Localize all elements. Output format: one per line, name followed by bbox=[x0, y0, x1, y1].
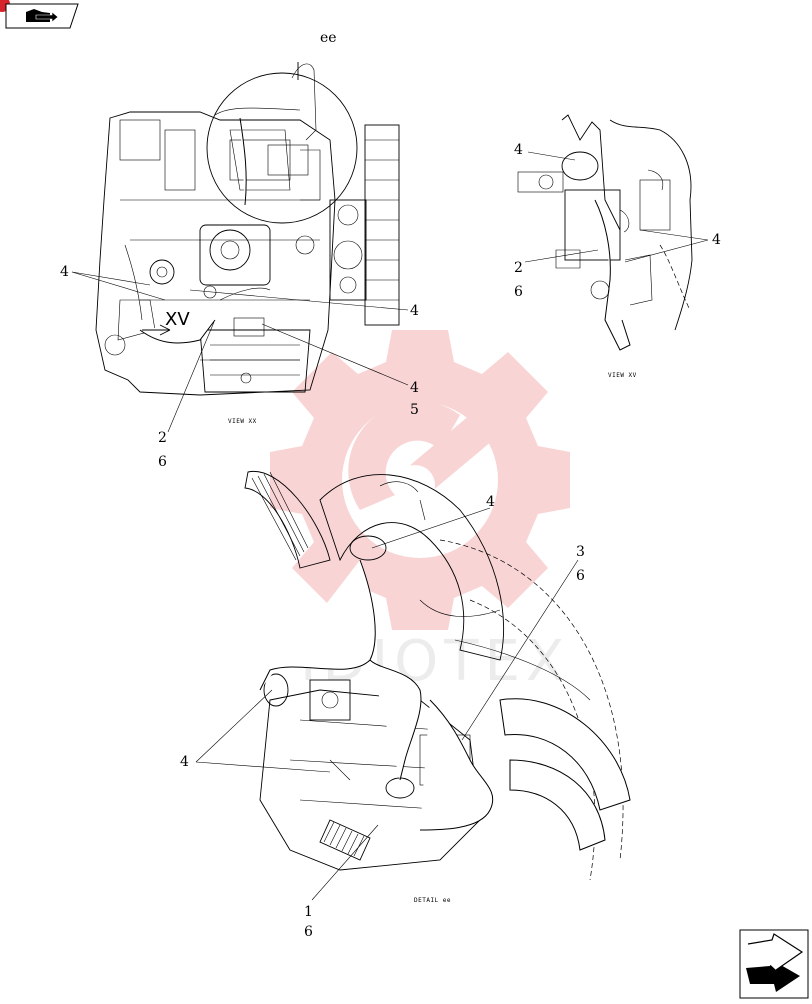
view-xv-callout-6: 6 bbox=[514, 284, 523, 300]
section-marker-label: XV bbox=[165, 309, 190, 330]
detail-clamp-top bbox=[349, 535, 387, 561]
book-arrow-icon bbox=[26, 9, 59, 23]
detail-clamp-bottom bbox=[385, 777, 415, 799]
view-caption-main: VIEW XX bbox=[228, 418, 257, 425]
callout-6-bottom: 6 bbox=[158, 454, 167, 470]
next-page-button[interactable] bbox=[739, 929, 809, 999]
view-xv: 4 2 6 4 VIEW XV bbox=[514, 114, 721, 379]
detail-callout-4-top: 4 bbox=[486, 494, 495, 510]
engine-block-outline bbox=[95, 111, 336, 396]
detail-ee: 4 3 6 4 1 6 DETAIL ee bbox=[180, 471, 631, 940]
main-engine-view: ee XV 4 4 2 6 4 5 VIEW XX bbox=[60, 30, 419, 470]
watermark-gear-icon bbox=[270, 330, 570, 630]
detail-callout-6-right: 6 bbox=[576, 568, 585, 584]
view-caption-detail: DETAIL ee bbox=[414, 897, 451, 904]
callout-4-right-upper: 4 bbox=[410, 303, 419, 319]
view-xv-callout-4-right: 4 bbox=[712, 232, 721, 248]
detail-callout-4-left: 4 bbox=[180, 754, 189, 770]
watermark-logo bbox=[270, 330, 570, 630]
detail-clamp-left bbox=[263, 673, 289, 707]
view-xv-callout-2: 2 bbox=[514, 260, 523, 276]
view-xv-clamp bbox=[561, 151, 599, 181]
view-xv-callout-4-top: 4 bbox=[514, 142, 523, 158]
fan-shroud bbox=[329, 124, 400, 326]
callout-4-right-lower: 4 bbox=[410, 380, 419, 396]
section-arrow bbox=[142, 324, 171, 336]
back-to-index-button[interactable] bbox=[0, 0, 79, 29]
detail-callout-6-bottom: 6 bbox=[304, 924, 313, 940]
detail-ee-circle bbox=[206, 72, 358, 224]
detail-marker-label: ee bbox=[320, 30, 337, 46]
next-page-arrow-icon bbox=[746, 933, 804, 992]
detail-callout-3: 3 bbox=[576, 544, 585, 560]
flex-hose bbox=[319, 819, 371, 861]
callout-5-right: 5 bbox=[410, 402, 419, 418]
callout-2-bottom: 2 bbox=[158, 430, 167, 446]
view-caption-xv: VIEW XV bbox=[608, 372, 637, 379]
detail-callout-1: 1 bbox=[304, 904, 313, 920]
callout-4-left: 4 bbox=[60, 264, 69, 280]
